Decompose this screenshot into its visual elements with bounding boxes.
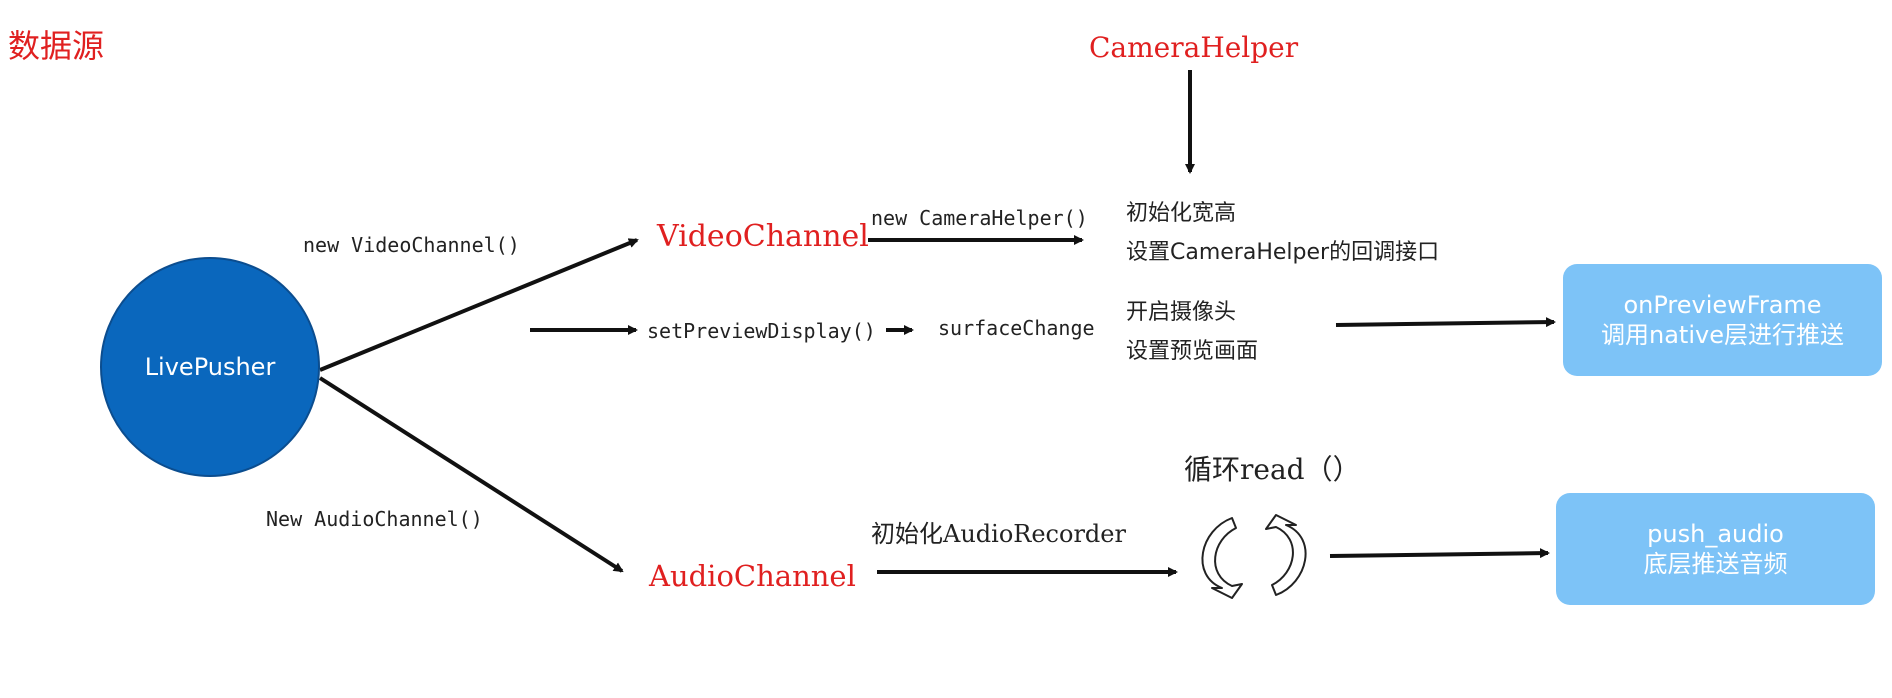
onpreviewframe-desc: 调用native层进行推送 — [1601, 321, 1844, 349]
new-camerahelper-label: new CameraHelper() — [871, 206, 1088, 230]
livepusher-label: LivePusher — [144, 353, 276, 381]
loop-read-label: 循环read（） — [1184, 453, 1361, 486]
init-audiorecorder-label: 初始化AudioRecorder — [871, 520, 1126, 548]
push-audio-box: push_audio 底层推送音频 — [1556, 493, 1875, 605]
onpreviewframe-box: onPreviewFrame 调用native层进行推送 — [1563, 264, 1882, 376]
setpreviewdisplay-label: setPreviewDisplay() — [647, 319, 876, 343]
arrow-to-push-audio — [1329, 548, 1550, 559]
note-set-callback: 设置CameraHelper的回调接口 — [1126, 240, 1440, 265]
push-audio-desc: 底层推送音频 — [1643, 550, 1788, 578]
push-audio-title: push_audio — [1647, 520, 1784, 548]
camerahelper-label: CameraHelper — [1089, 31, 1299, 64]
onpreviewframe-title: onPreviewFrame — [1623, 291, 1822, 319]
new-videochannel-label: new VideoChannel() — [303, 233, 520, 257]
audiochannel-label: AudioChannel — [649, 559, 856, 593]
arrow-to-onpreviewframe — [1335, 317, 1556, 328]
surfacechange-label: surfaceChange — [938, 316, 1095, 340]
section-title: 数据源 — [8, 27, 105, 65]
note-set-preview: 设置预览画面 — [1126, 339, 1259, 364]
livepusher-node: LivePusher — [100, 257, 320, 477]
note-open-camera: 开启摄像头 — [1126, 300, 1237, 325]
arrow-livepusher-videochannel — [319, 238, 639, 372]
arrow-livepusher-audiochannel — [318, 376, 624, 573]
refresh-loop-icon — [1201, 514, 1307, 599]
note-init-size: 初始化宽高 — [1126, 201, 1237, 226]
new-audiochannel-label: New AudioChannel() — [266, 507, 483, 531]
videochannel-label: VideoChannel — [657, 219, 869, 254]
